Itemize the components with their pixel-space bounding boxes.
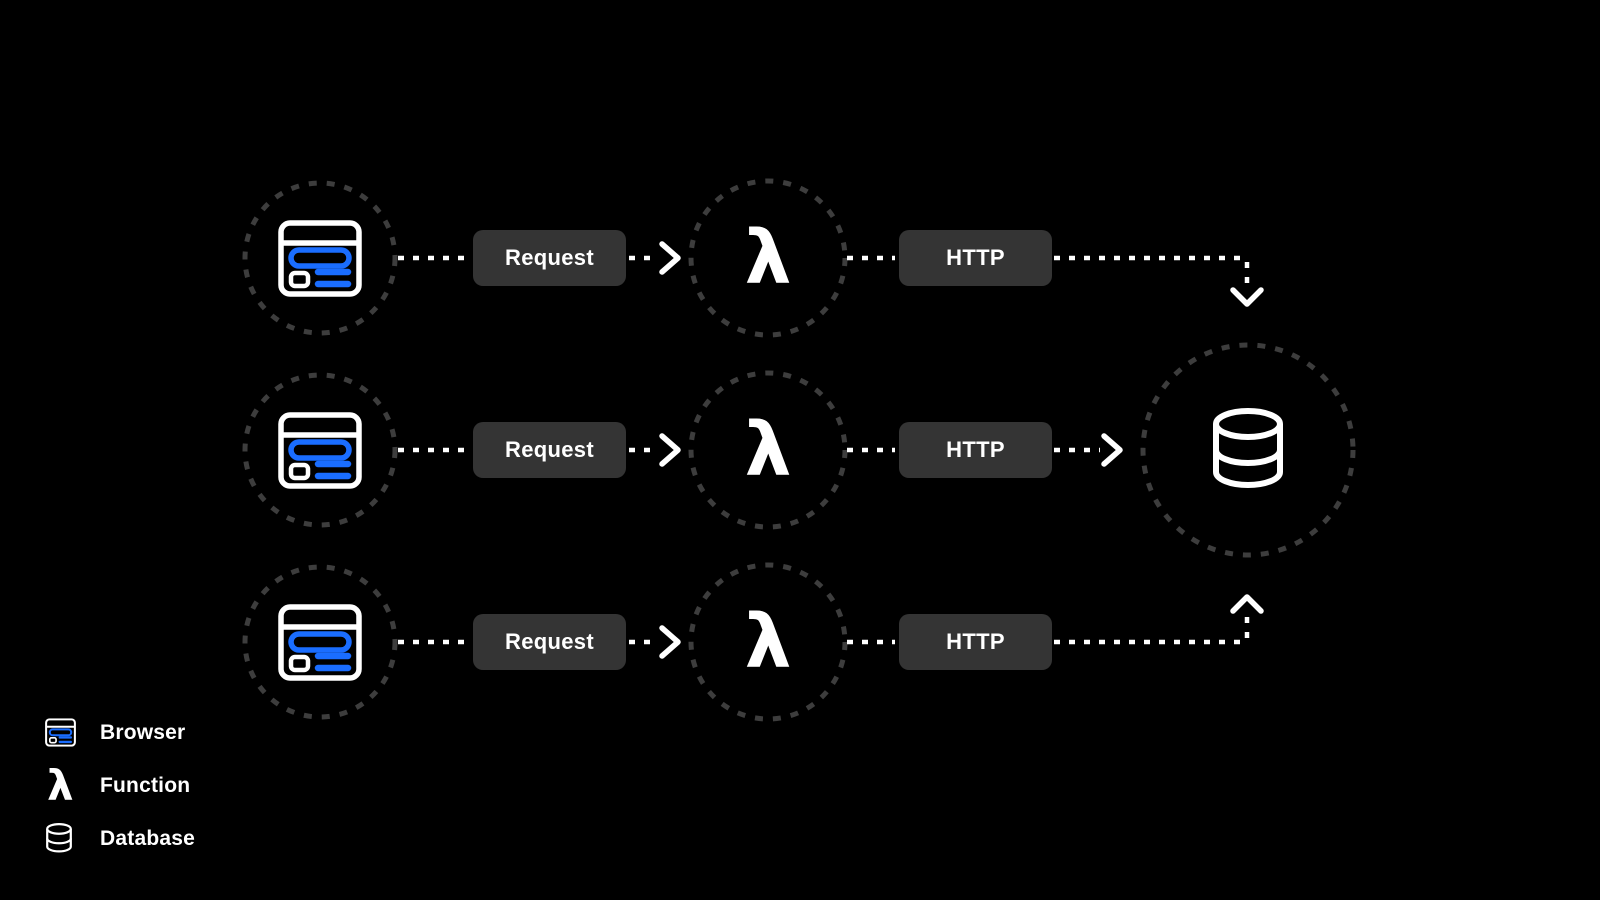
arrow-right-icon <box>659 433 681 467</box>
http-pill: HTTP <box>899 230 1052 286</box>
arrow-up-icon <box>1230 594 1264 614</box>
legend: Browser λ Function Database <box>45 706 195 865</box>
request-pill: Request <box>473 614 626 670</box>
flow-row-2 <box>242 370 1123 530</box>
flow-row-1 <box>242 178 1264 338</box>
browser-icon <box>281 223 359 294</box>
request-pill: Request <box>473 230 626 286</box>
lambda-icon: λ <box>744 599 792 685</box>
arrow-right-icon <box>659 241 681 275</box>
legend-item-function: λ Function <box>45 759 195 812</box>
database-icon <box>1216 411 1280 485</box>
http-pill: HTTP <box>899 614 1052 670</box>
legend-item-database: Database <box>45 812 195 865</box>
database-node <box>1140 342 1356 558</box>
browser-icon <box>281 607 359 678</box>
legend-label: Browser <box>100 720 186 744</box>
arrow-right-icon <box>1101 433 1123 467</box>
arrow-down-icon <box>1230 287 1264 307</box>
http-pill: HTTP <box>899 422 1052 478</box>
database-icon <box>45 823 100 854</box>
lambda-icon: λ <box>47 760 74 810</box>
browser-node-circle <box>242 564 398 720</box>
function-node-circle <box>688 178 848 338</box>
database-node-circle <box>1140 342 1356 558</box>
lambda-icon: λ <box>744 215 792 301</box>
lambda-icon: λ <box>744 407 792 493</box>
arrow-right-icon <box>659 625 681 659</box>
legend-label: Function <box>100 773 191 797</box>
browser-icon <box>45 718 100 747</box>
request-pill: Request <box>473 422 626 478</box>
function-node-circle <box>688 562 848 722</box>
legend-item-browser: Browser <box>45 706 195 759</box>
flow-row-3 <box>242 562 1264 722</box>
browser-node-circle <box>242 180 398 336</box>
browser-icon <box>281 415 359 486</box>
function-node-circle <box>688 370 848 530</box>
browser-node-circle <box>242 372 398 528</box>
legend-label: Database <box>100 826 195 850</box>
